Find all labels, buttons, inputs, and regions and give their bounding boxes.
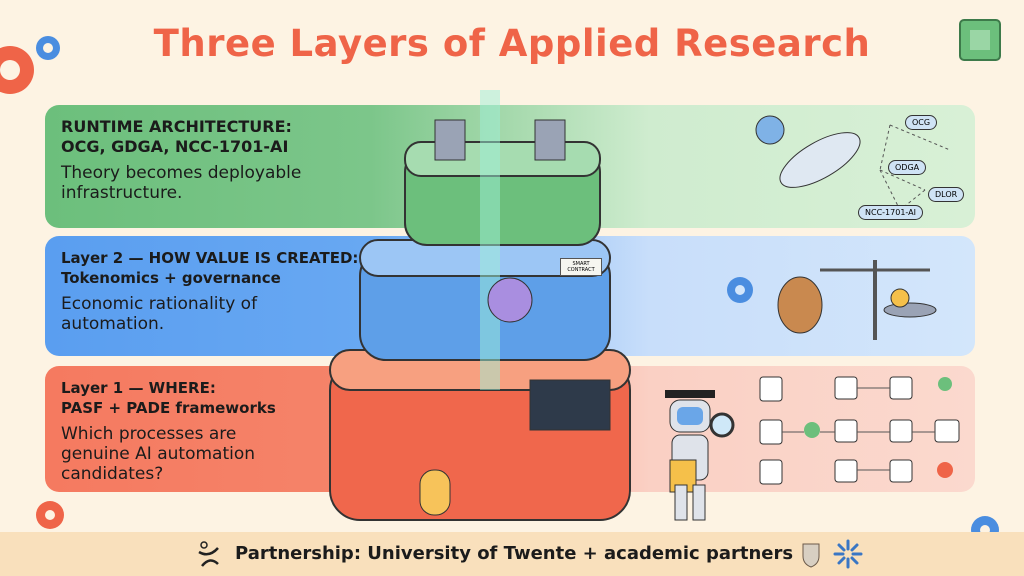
- starburst-logo-icon: [833, 539, 863, 569]
- university-seal-icon: [802, 543, 820, 568]
- footer-bar: Partnership: University of Twente + acad…: [0, 532, 1024, 576]
- partnership-text: Partnership: University of Twente + acad…: [235, 543, 794, 564]
- layer-description: Economic rationality of automation.: [61, 294, 258, 334]
- owl-balance-scale-illustration: [727, 260, 937, 340]
- gear-icon: [36, 501, 64, 529]
- gear-icon: [0, 36, 60, 94]
- layer-description: Theory becomes deployable infrastructure…: [61, 163, 302, 203]
- page-title: Three Layers of Applied Research: [153, 22, 871, 65]
- layer-subheading: Tokenomics + governance: [61, 269, 281, 287]
- robot-graduate-illustration: [665, 390, 735, 521]
- network-node-dlor: DLOR: [928, 187, 965, 202]
- layer-subheading: PASF + PADE frameworks: [61, 399, 276, 417]
- layer-heading: Layer 2 — HOW VALUE IS CREATED:: [61, 249, 359, 267]
- layered-tower-illustration: [329, 90, 631, 521]
- layer-heading: Layer 1 — WHERE:: [61, 379, 216, 397]
- partner-logo-icon: [198, 541, 219, 567]
- circuit-chip-icon: [959, 19, 1001, 61]
- process-flowchart-illustration: [759, 376, 960, 485]
- smart-contract-scroll: SMART CONTRACT: [560, 258, 602, 276]
- rocket-network-illustration: [755, 115, 951, 211]
- network-node-ncc-1701-ai: NCC-1701-AI: [858, 205, 923, 220]
- network-node-odga: ODGA: [888, 160, 927, 175]
- network-node-ocg: OCG: [905, 115, 938, 130]
- layer-heading: RUNTIME ARCHITECTURE:: [61, 117, 292, 136]
- layer-subheading: OCG, GDGA, NCC-1701-AI: [61, 137, 289, 156]
- layer-description: Which processes are genuine AI automatio…: [61, 424, 256, 484]
